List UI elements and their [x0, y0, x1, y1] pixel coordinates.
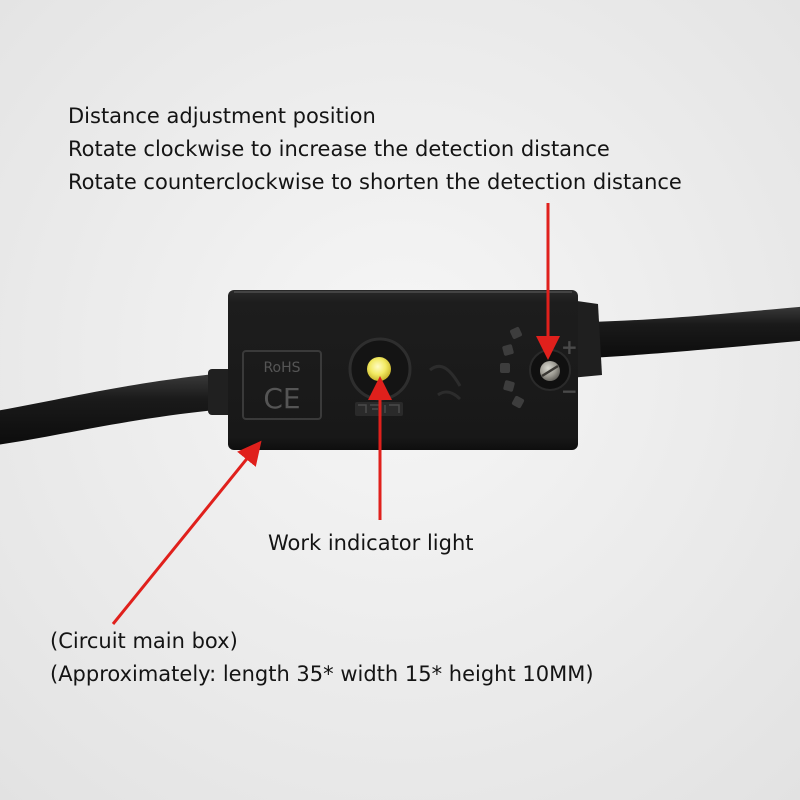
annotation-line: Distance adjustment position: [68, 104, 376, 128]
left-strain-relief: [208, 369, 234, 415]
annotation-line: (Circuit main box): [50, 629, 238, 653]
right-cable: [588, 306, 800, 358]
left-cable: [0, 374, 215, 445]
rohs-ce-plate: [242, 350, 322, 420]
ce-marking: CE: [263, 382, 300, 415]
arrow-to-main-box: [111, 440, 262, 625]
distance-adjustment-annotation: Distance adjustment position Rotate cloc…: [68, 100, 682, 199]
led-marking-glyphs: [358, 404, 400, 413]
annotation-line: Rotate clockwise to increase the detecti…: [68, 137, 610, 161]
annotation-line: Rotate counterclockwise to shorten the d…: [68, 170, 682, 194]
work-indicator-annotation: Work indicator light: [268, 527, 474, 560]
minus-marking: −: [561, 379, 578, 403]
molded-mark: [429, 364, 462, 401]
adjust-direction-marking: [500, 327, 525, 409]
work-indicator-led: [367, 357, 391, 381]
rohs-marking: RoHS: [263, 360, 300, 376]
annotation-line: (Approximately: length 35* width 15* hei…: [50, 662, 594, 686]
plus-marking: +: [561, 335, 578, 359]
circuit-box-annotation: (Circuit main box) (Approximately: lengt…: [50, 625, 594, 691]
screw-slot: [541, 364, 559, 378]
annotation-line: Work indicator light: [268, 531, 474, 555]
